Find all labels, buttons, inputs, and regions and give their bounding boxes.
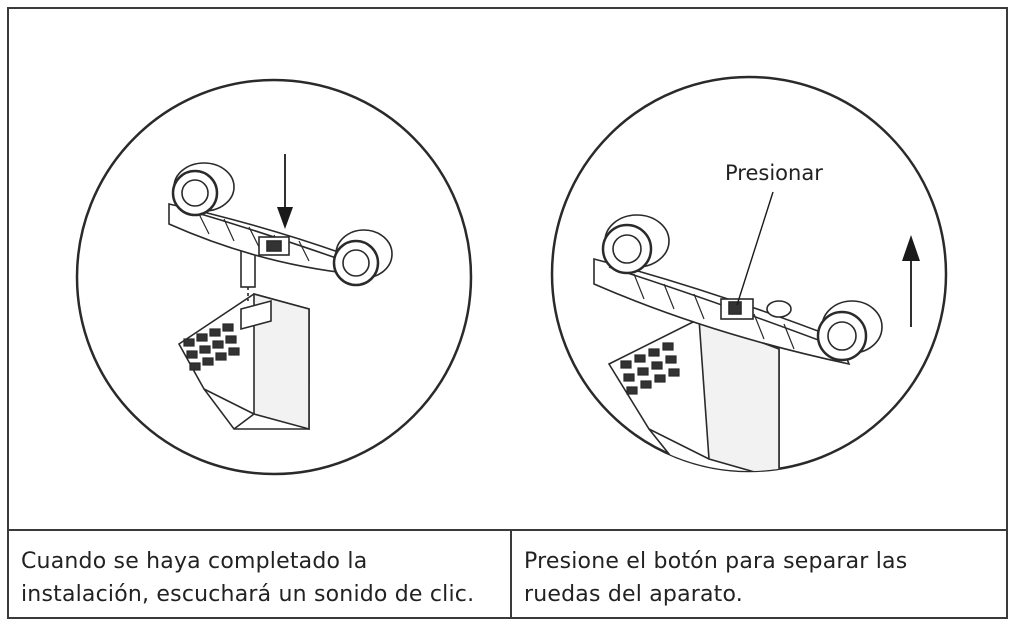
wheel-left-a <box>171 162 235 217</box>
wheel-left-b <box>332 229 393 287</box>
illustration-area: Presionar <box>9 9 1006 529</box>
caption-left-line2: instalación, escuchará un sonido de clic… <box>21 582 475 607</box>
caption-left-line1: Cuando se haya completado la <box>21 549 368 574</box>
caption-row: Cuando se haya completado la instalación… <box>9 529 1006 617</box>
caption-press-button: Presione el botón para separar las rueda… <box>512 531 1006 617</box>
right-detail-circle: Presionar <box>550 75 948 473</box>
callout-leader-line <box>736 191 774 306</box>
appliance-body-left <box>177 292 310 431</box>
wheel-right-a <box>601 214 670 275</box>
appliance-body-right <box>607 317 780 471</box>
instruction-panel: Presionar Cuando se haya completado la i… <box>7 7 1008 619</box>
wheel-base-right <box>593 257 851 366</box>
caption-right-line1: Presione el botón para separar las <box>524 549 908 574</box>
arrow-down-icon <box>277 154 293 229</box>
arrow-up-icon <box>902 235 920 327</box>
illustration-svg: Presionar <box>75 75 948 476</box>
caption-right-line2: ruedas del aparato. <box>524 582 743 607</box>
caption-install-complete: Cuando se haya completado la instalación… <box>9 531 512 617</box>
callout-press-label: Presionar <box>725 161 823 185</box>
wheel-right-b <box>816 300 883 362</box>
left-detail-circle <box>75 78 473 476</box>
